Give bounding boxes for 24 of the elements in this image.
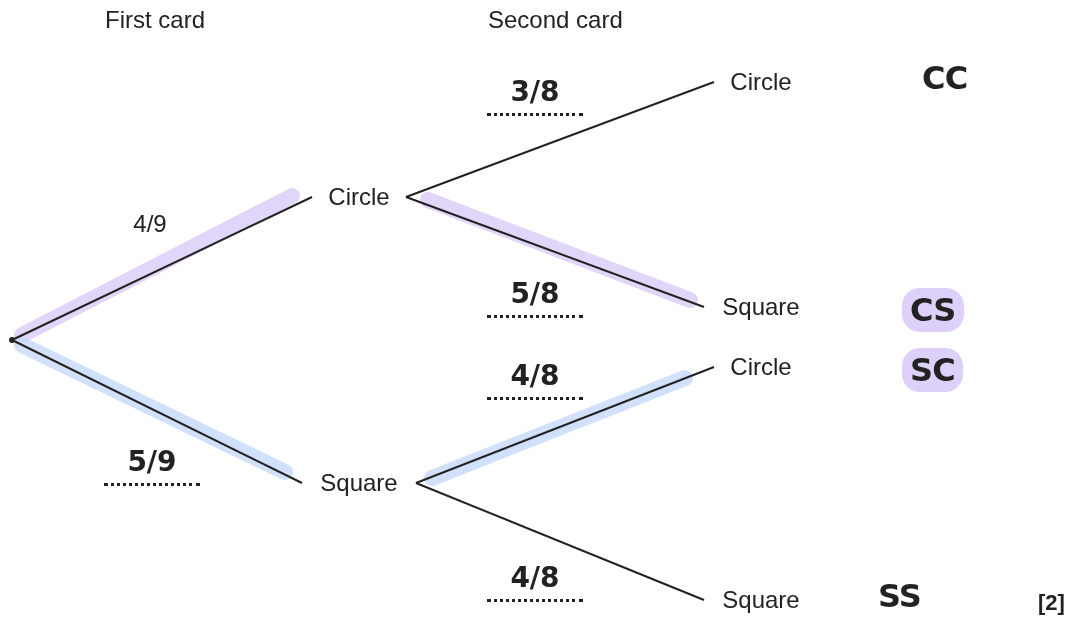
outcome-label: Square — [320, 471, 398, 495]
probability-fraction: 4/9 — [133, 212, 167, 236]
outcome-label: Square — [722, 588, 800, 612]
branch-line — [415, 482, 705, 601]
marks-label: [2] — [1038, 592, 1065, 614]
branch-line — [405, 81, 715, 198]
column-heading: Second card — [488, 8, 623, 32]
branch-point — [9, 337, 15, 343]
outcome-label: Square — [722, 295, 800, 319]
outcome-label: Circle — [328, 185, 390, 209]
handwritten-answer: 4/8 — [510, 564, 560, 592]
handwritten-answer: 5/9 — [127, 448, 177, 476]
outcome-code: SC — [902, 348, 963, 392]
handwritten-answer: 5/8 — [510, 280, 560, 308]
column-heading: First card — [105, 8, 205, 32]
outcome-label: Circle — [730, 70, 792, 94]
branch-line — [405, 196, 705, 308]
outcome-label: Circle — [730, 355, 792, 379]
outcome-code: SS — [878, 580, 922, 612]
branch-line — [415, 366, 715, 484]
handwritten-answer: 3/8 — [510, 78, 560, 106]
outcome-code: CC — [922, 62, 968, 94]
handwritten-answer: 4/8 — [510, 362, 560, 390]
outcome-code: CS — [902, 288, 964, 332]
